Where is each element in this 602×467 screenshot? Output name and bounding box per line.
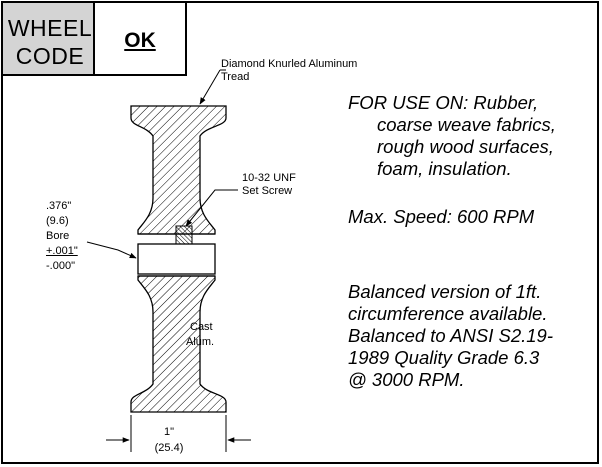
bore-tolerance-minus: -.000" — [46, 260, 75, 272]
balance-line3: Balanced to ANSI S2.19- — [348, 325, 553, 346]
set-screw-callout: 10-32 UNF Set Screw — [242, 172, 296, 198]
material-line2: Alum. — [186, 336, 215, 348]
material-callout: Cast Alum. — [186, 320, 214, 350]
usage-text: FOR USE ON: Rubber, coarse weave fabrics… — [348, 92, 556, 180]
balance-line5: @ 3000 RPM. — [348, 369, 465, 390]
wheel-section-lower — [130, 275, 227, 413]
material-line1: Cast — [190, 321, 213, 333]
usage-line4: foam, insulation. — [377, 158, 512, 179]
balance-line4: 1989 Quality Grade 6.3 — [348, 347, 540, 368]
tread-callout: Diamond Knurled Aluminum Tread — [221, 58, 357, 84]
tread-callout-line2: Tread — [221, 71, 250, 83]
wheel-code-value-box: OK — [93, 1, 187, 76]
bore-size: .376" — [46, 200, 72, 212]
set-screw — [175, 225, 193, 245]
balance-line1: Balanced version of 1ft. — [348, 281, 542, 302]
usage-line1: FOR USE ON: Rubber, — [348, 92, 539, 113]
max-speed-text: Max. Speed: 600 RPM — [348, 206, 535, 227]
bore-size-metric: (9.6) — [46, 215, 69, 227]
usage-line2: coarse weave fabrics, — [377, 114, 556, 135]
wheel-section-upper — [130, 105, 227, 235]
tread-callout-line1: Diamond Knurled Aluminum — [221, 58, 358, 70]
bore-hole — [137, 243, 216, 275]
balance-line2: circumference available. — [348, 303, 548, 324]
bore-callout: .376" (9.6) Bore +.001" -.000" — [46, 199, 78, 274]
wheel-code-label-box: WHEEL CODE — [1, 1, 95, 76]
width-inches: 1" — [163, 426, 175, 438]
balance-text: Balanced version of 1ft. circumference a… — [348, 281, 553, 391]
usage-line3: rough wood surfaces, — [377, 136, 554, 157]
bore-label: Bore — [46, 230, 70, 242]
set-screw-callout-line2: Set Screw — [242, 185, 293, 197]
width-mm: (25.4) — [154, 442, 184, 454]
set-screw-callout-line1: 10-32 UNF — [242, 172, 296, 184]
bore-tolerance-plus: +.001" — [46, 245, 78, 257]
width-dimension-label: 1" (25.4) — [149, 424, 189, 456]
wheel-code-label-line2: CODE — [15, 43, 85, 69]
wheel-code-value: OK — [124, 29, 156, 52]
wheel-code-label-line1: WHEEL — [7, 15, 93, 41]
